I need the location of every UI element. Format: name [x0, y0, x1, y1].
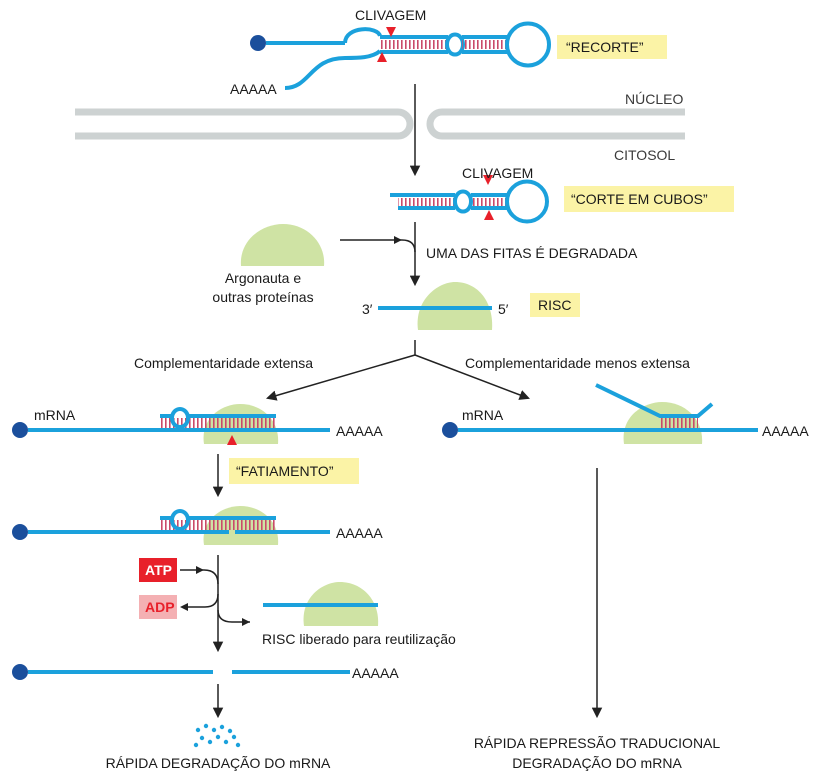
- cap-icon: [250, 35, 266, 51]
- recorte-label: “RECORTE”: [566, 39, 644, 55]
- nucleo-label: NÚCLEO: [625, 91, 683, 107]
- poly-a-left-1: AAAAA: [336, 423, 383, 439]
- risc-release-arrow: [217, 609, 250, 623]
- three-prime-label: 3′: [362, 301, 373, 317]
- cleavage-marker-top-2: [483, 175, 493, 185]
- branch-right-arrow: [414, 354, 530, 400]
- mrna-cap-icon-2: [12, 524, 28, 540]
- citosol-label: CITOSOL: [614, 147, 675, 163]
- repressao-label-2: DEGRADAÇÃO DO mRNA: [512, 755, 682, 771]
- mrna-sliced-complex: [12, 506, 330, 545]
- adp-badge: [139, 595, 177, 619]
- clivagem-label-top: CLIVAGEM: [355, 7, 426, 23]
- adp-label: ADP: [145, 599, 175, 615]
- degradacao-left-label: RÁPIDA DEGRADAÇÃO DO mRNA: [106, 755, 331, 771]
- atp-badge: [139, 558, 177, 582]
- branch-left-arrow: [265, 354, 416, 401]
- argonaute-protein: [240, 224, 325, 266]
- slice-marker: [227, 435, 237, 445]
- mrna-cap-icon: [12, 422, 28, 438]
- poly-a-right: AAAAA: [762, 423, 809, 439]
- clivagem-label-mid: CLIVAGEM: [462, 165, 533, 181]
- mrna-right-label: mRNA: [462, 407, 504, 423]
- pre-mirna-hairpin: [390, 175, 549, 224]
- mrna-cap-icon-right: [442, 422, 458, 438]
- comp-extensa-label: Complementaridade extensa: [134, 355, 313, 371]
- fatiamento-highlight: [229, 458, 359, 484]
- fragmented-mrna: [12, 664, 350, 680]
- corte-em-cubos-highlight: [564, 186, 734, 212]
- recorte-highlight: [557, 35, 667, 59]
- argonaute-join-arrow: [340, 239, 416, 253]
- cleavage-marker-bottom: [377, 52, 387, 62]
- risc-highlight: [530, 293, 580, 317]
- mrna-repression-complex: [442, 383, 758, 444]
- risc-liberado-label: RISC liberado para reutilização: [262, 631, 456, 647]
- cleavage-marker-top: [386, 27, 396, 37]
- repressao-label-1: RÁPIDA REPRESSÃO TRADUCIONAL: [474, 735, 721, 751]
- released-risc: [263, 582, 379, 626]
- five-prime-label: 5′: [498, 301, 509, 317]
- pri-mirna-hairpin: [250, 21, 551, 90]
- poly-a-left-2: AAAAA: [336, 525, 383, 541]
- poly-a-left-3: AAAAA: [352, 665, 399, 681]
- fatiamento-label: “FATIAMENTO”: [236, 463, 334, 479]
- corte-em-cubos-label: “CORTE EM CUBOS”: [571, 191, 708, 207]
- risc-label: RISC: [538, 297, 571, 313]
- atp-in-arrow: [180, 569, 219, 585]
- mrna-cap-icon-3: [12, 664, 28, 680]
- strand-degraded-label: UMA DAS FITAS É DEGRADADA: [426, 245, 638, 261]
- cleavage-marker-bottom-2: [484, 210, 494, 220]
- atp-label: ATP: [145, 562, 172, 578]
- poly-a-tail-top: AAAAA: [230, 81, 277, 97]
- mrna-slicing-complex: [12, 404, 330, 445]
- argonauta-label-1: Argonauta e: [225, 270, 301, 286]
- adp-out-arrow: [182, 593, 219, 608]
- mrna-left-label: mRNA: [34, 407, 76, 423]
- comp-menos-extensa-label: Complementaridade menos extensa: [465, 355, 690, 371]
- risc-complex: [378, 282, 493, 330]
- argonauta-label-2: outras proteínas: [212, 289, 313, 305]
- degraded-nucleotides-icon: [193, 723, 241, 748]
- nuclear-envelope: [75, 108, 685, 140]
